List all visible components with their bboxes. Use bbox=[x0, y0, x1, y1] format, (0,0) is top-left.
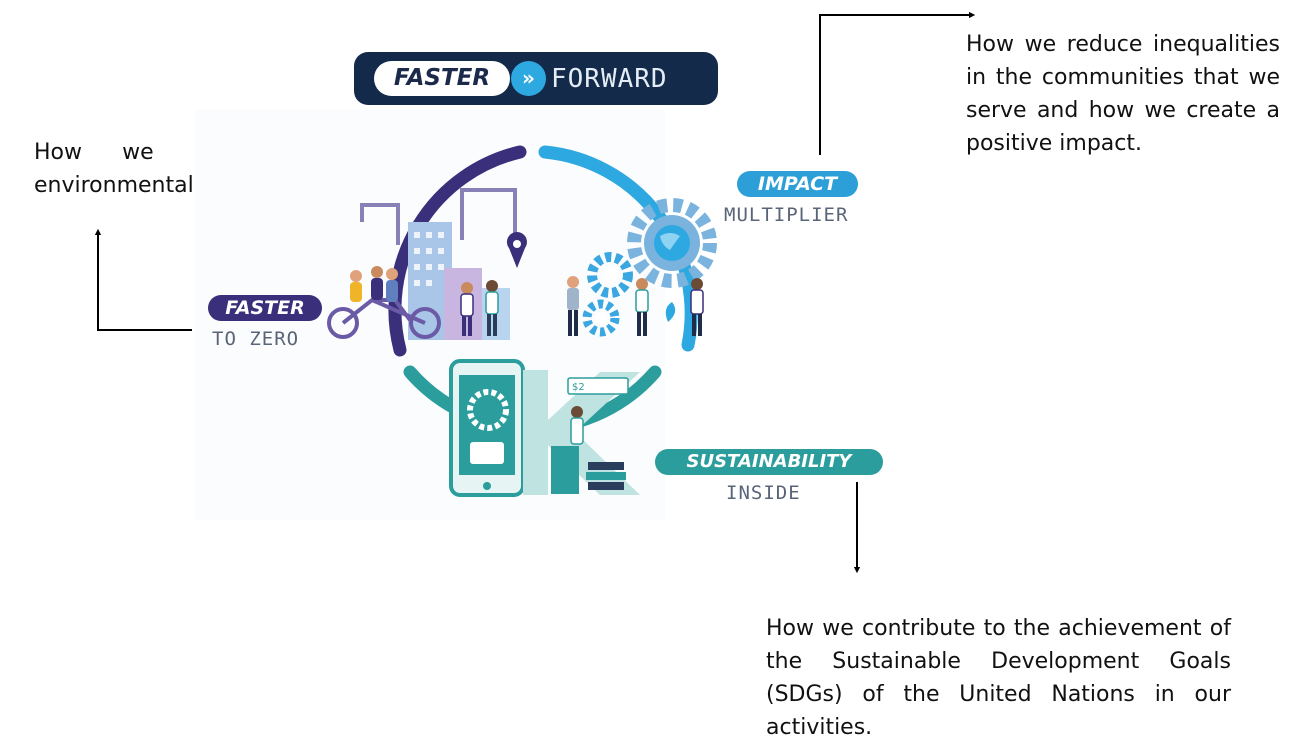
multiplier-label: MULTIPLIER bbox=[724, 204, 849, 226]
bicycle-riders bbox=[327, 266, 441, 339]
faster-forward-logo: FASTER » FORWARD bbox=[354, 52, 718, 105]
double-chevron-icon: » bbox=[511, 61, 546, 96]
route-line bbox=[360, 188, 517, 245]
price-tag bbox=[567, 377, 629, 395]
smartphone-icon bbox=[449, 359, 525, 497]
logo-forward-text: FORWARD bbox=[551, 64, 668, 94]
price-tag-label: $2 bbox=[572, 382, 585, 393]
impact-pill: IMPACT bbox=[737, 171, 858, 197]
logo-faster-text: FASTER bbox=[374, 61, 510, 96]
sdg-contribution-note: How we contribute to the achievement of … bbox=[766, 616, 1231, 740]
arrow-to-inequalities-note bbox=[819, 11, 976, 155]
arrow-to-environmental-note bbox=[94, 228, 192, 331]
inequalities-impact-note: How we reduce inequalities in the commun… bbox=[966, 32, 1280, 156]
inside-label: INSIDE bbox=[726, 482, 801, 504]
presenter-with-books bbox=[551, 406, 626, 494]
people-right bbox=[567, 276, 704, 336]
faster-pill: FASTER bbox=[208, 295, 322, 321]
sustainability-pill: SUSTAINABILITY bbox=[655, 449, 883, 475]
to-zero-label: TO ZERO bbox=[212, 328, 300, 350]
people-left bbox=[460, 280, 499, 336]
location-pin-icon bbox=[506, 232, 527, 268]
gear-cluster-icon bbox=[582, 198, 717, 337]
